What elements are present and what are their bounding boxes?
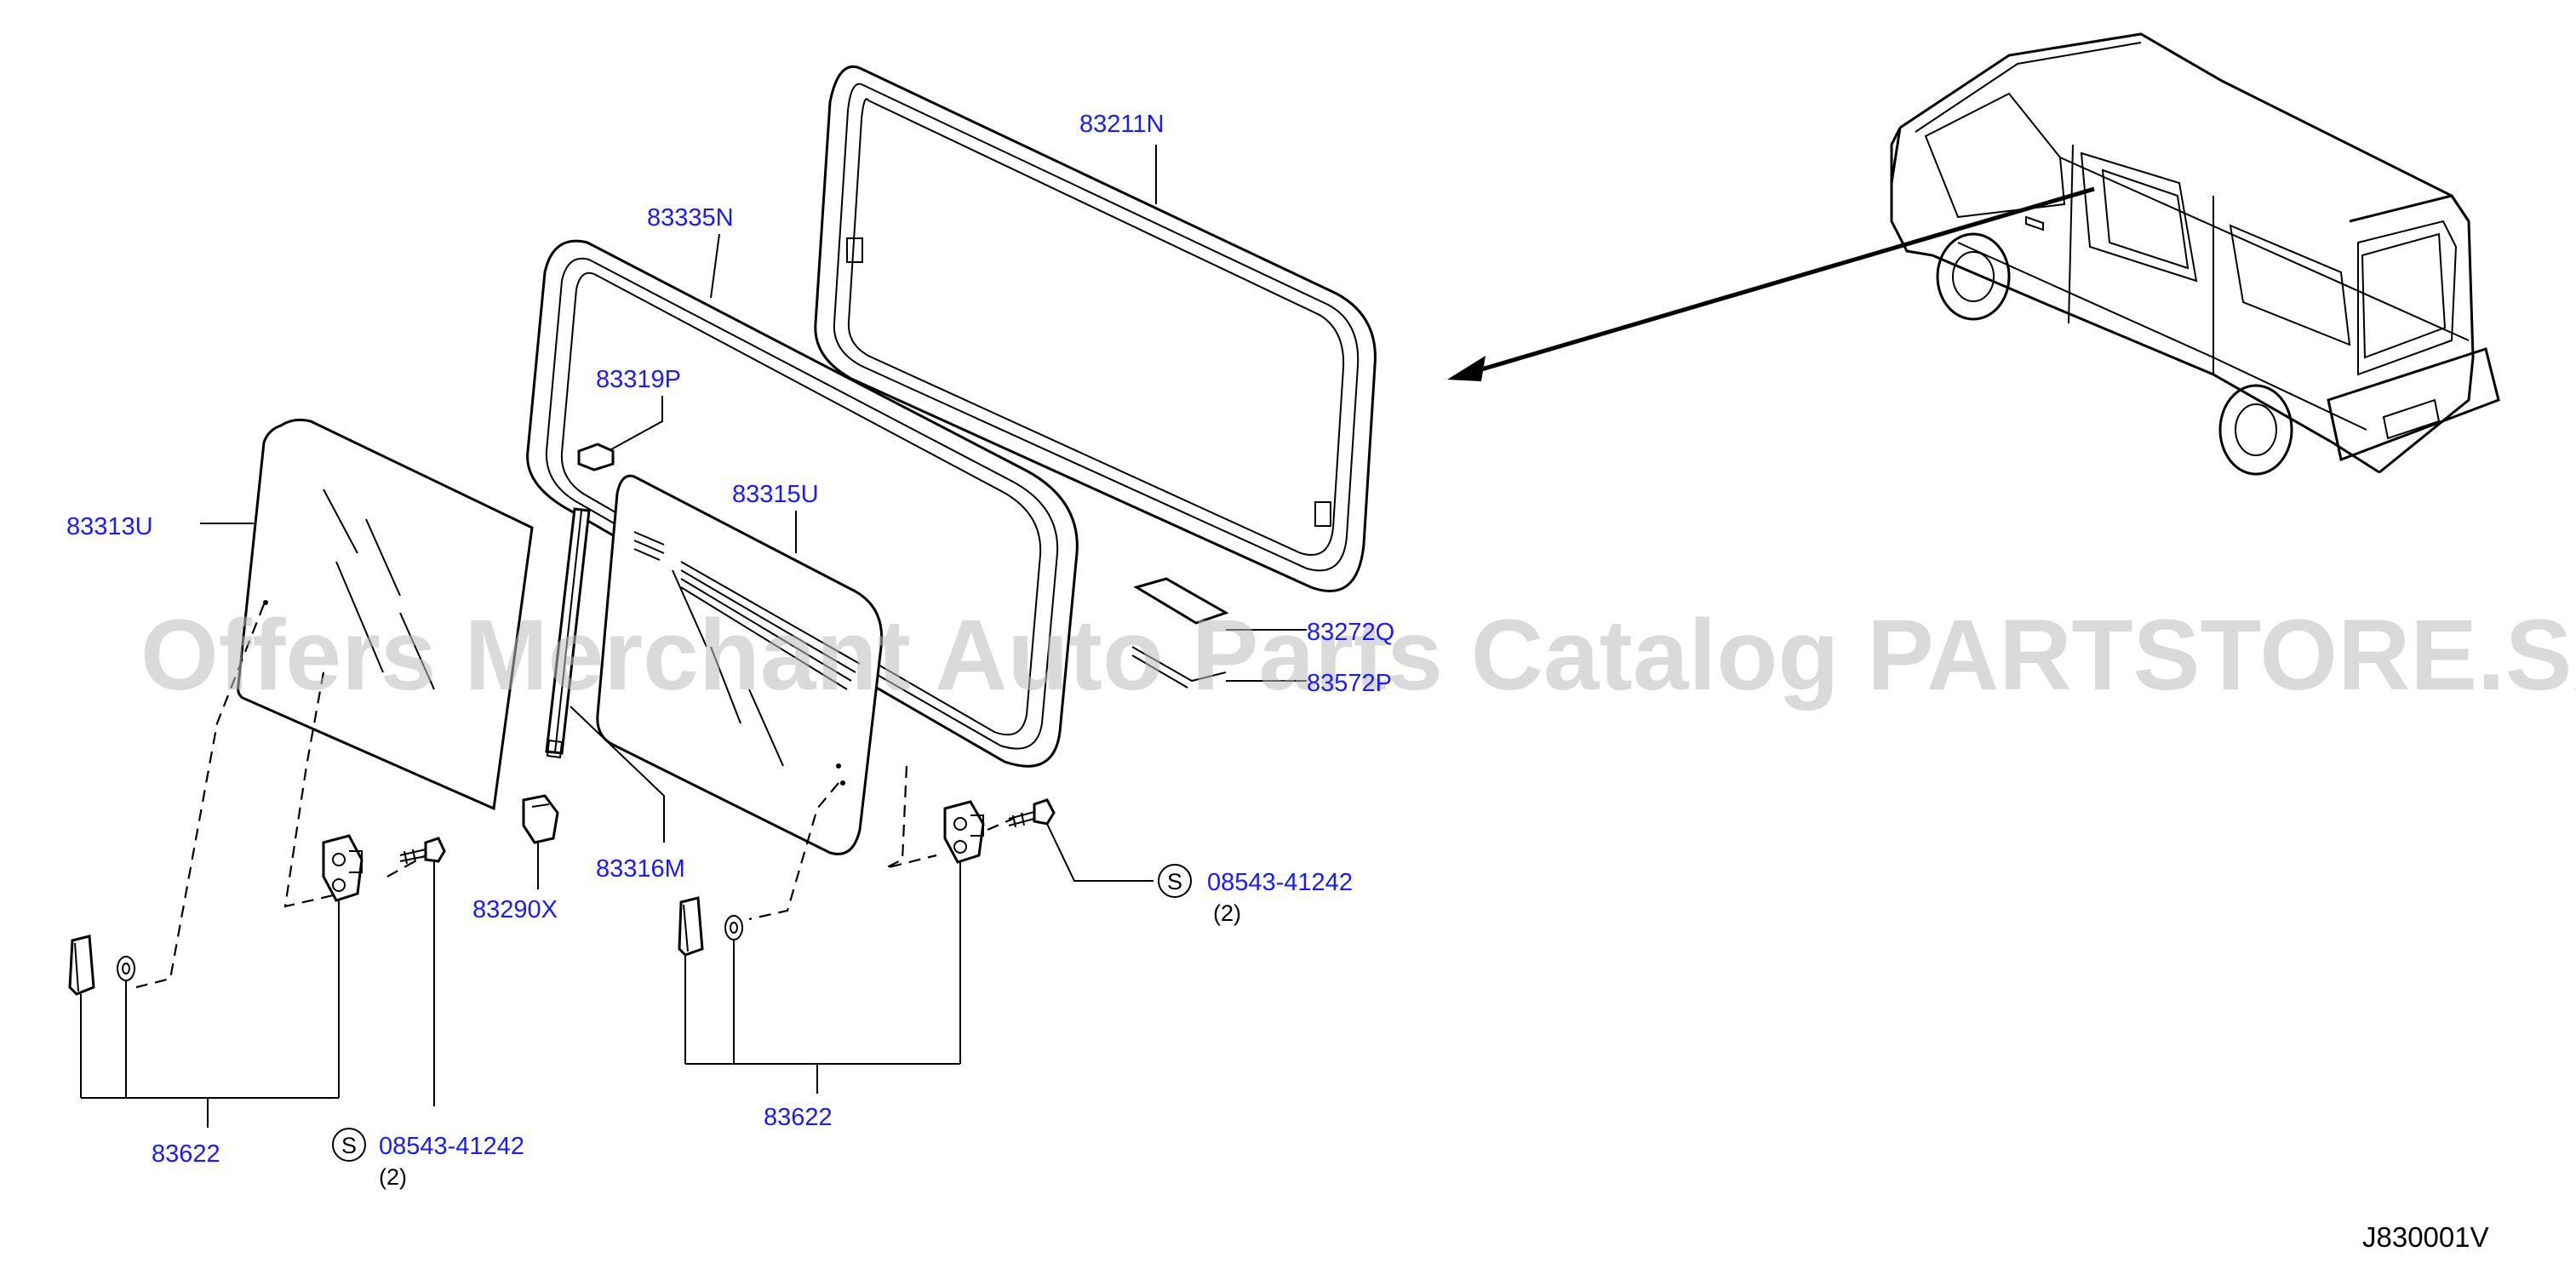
label-83315U[interactable]: 83315U [732,481,819,508]
label-83319P[interactable]: 83319P [596,366,681,393]
van-illustration [1890,32,2500,476]
label-83290X[interactable]: 83290X [472,896,558,923]
diagram-id: J830001V [2362,1221,2489,1253]
screw-callout-left: S 08543-41242 (2) [332,1128,524,1190]
left-hardware [68,603,446,1128]
qty-left: (2) [379,1164,407,1190]
pointer-arrow [1447,186,2095,381]
label-83622-left[interactable]: 83622 [152,1140,220,1168]
s-symbol: S [1167,869,1182,894]
label-83335N[interactable]: 83335N [647,204,734,231]
label-83572P[interactable]: 83572P [1307,670,1392,697]
clip-83290X [522,794,559,844]
s-symbol-circle [1158,864,1192,898]
label-83272Q[interactable]: 83272Q [1307,619,1394,646]
channel-83316M [545,507,591,759]
watermark: Offers Merchant Auto Parts Catalog PARTS… [140,599,2576,712]
weatherstrip-outer-83211N [814,66,1377,592]
label-83316M[interactable]: 83316M [596,855,685,883]
screw-callout-right: S 08543-41242 (2) [1158,864,1353,926]
s-symbol: S [341,1133,357,1158]
s-symbol-circle [332,1128,366,1162]
part-labels: 83211N 83335N 83319P 83313U 83315U 83316… [66,111,1394,1168]
spacer-83319P [577,443,615,471]
label-08543-41242-right[interactable]: 08543-41242 [1207,869,1353,896]
qty-right: (2) [1213,900,1241,926]
glass-left-83313U [237,418,534,811]
right-hardware [678,765,1153,1094]
label-08543-41242-left[interactable]: 08543-41242 [379,1133,524,1160]
leader-lines [200,145,1307,889]
glass-right-83315U [596,474,884,855]
label-83313U[interactable]: 83313U [66,513,153,540]
weatherstrip-inner-83335N [526,239,1079,768]
seal-parts [1131,577,1229,689]
label-83211N[interactable]: 83211N [1079,111,1164,138]
label-83622-right[interactable]: 83622 [764,1104,833,1131]
